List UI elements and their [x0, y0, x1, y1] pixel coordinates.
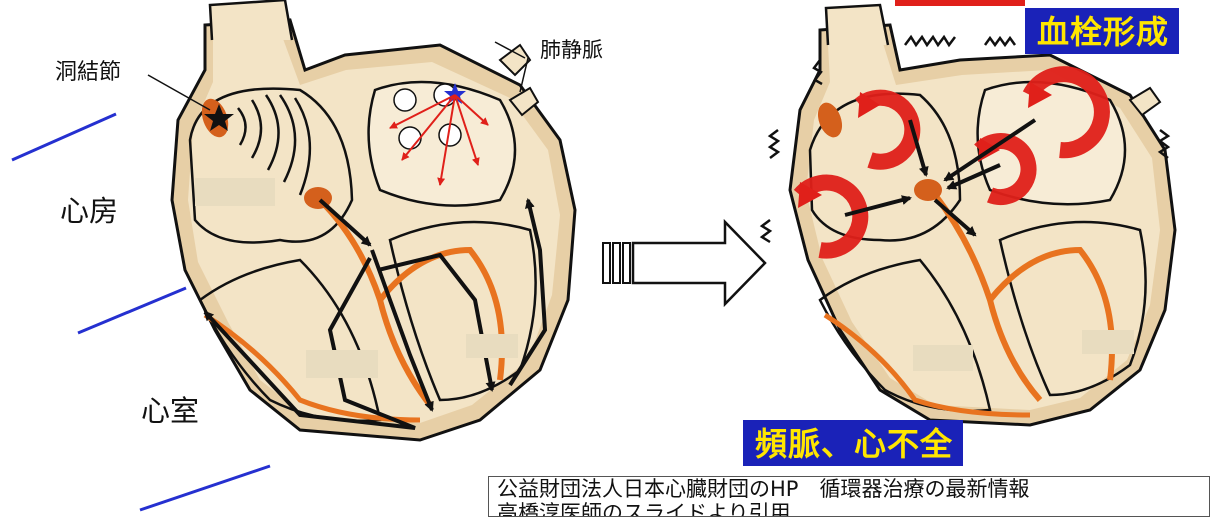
atrium-label: 心房 [60, 197, 118, 226]
transition-arrow [603, 222, 765, 304]
sinus-node-label: 洞結節 [55, 62, 121, 84]
av-node [914, 179, 942, 201]
red-bar-top [895, 0, 1025, 6]
tachycardia-badge: 頻脈、心不全 [743, 420, 963, 466]
ventricle-label: 心室 [141, 397, 199, 426]
caption-line-2: 高橋淳医師のスライドより引用 [489, 501, 1209, 517]
caption-line-1: 公益財団法人日本心臓財団のHP 循環器治療の最新情報 [489, 477, 1209, 501]
thrombus-badge: 血栓形成 [1025, 8, 1179, 54]
pulmonary-vein-label: 肺静脈 [540, 40, 603, 61]
source-caption: 公益財団法人日本心臓財団のHP 循環器治療の最新情報 高橋淳医師のスライドより引… [488, 476, 1210, 517]
